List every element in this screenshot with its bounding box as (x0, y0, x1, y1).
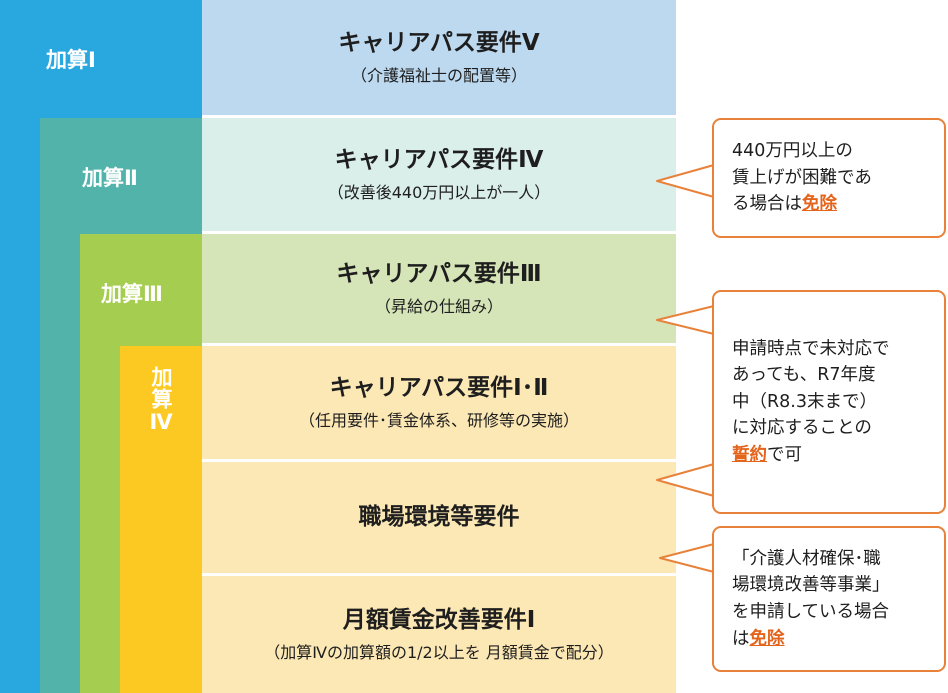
requirement-career-path-3: キャリアパス要件Ⅲ （昇給の仕組み） (202, 234, 676, 343)
note-text: 申請時点で未対応で (732, 338, 890, 359)
note-line: 「介護人材確保･職 (732, 546, 934, 573)
requirement-title: キャリアパス要件Ⅰ･Ⅱ (329, 375, 549, 402)
note-line: 場環境改善等事業」 (732, 572, 934, 599)
note-text: 賃上げが困難であ (732, 167, 872, 188)
note-line: あっても、R7年度 (732, 362, 934, 389)
requirement-title: キャリアパス要件Ⅲ (336, 261, 542, 288)
callout-note-exemption-440: 440万円以上の賃上げが困難である場合は免除 (712, 118, 946, 238)
requirement-career-path-1-2: キャリアパス要件Ⅰ･Ⅱ （任用要件･賃金体系、研修等の実施） (202, 346, 676, 459)
note-line: 誓約で可 (732, 442, 934, 469)
requirement-subtitle: （介護福祉士の配置等） (350, 65, 527, 85)
note-text: 440万円以上の (732, 141, 853, 162)
note-line: 440万円以上の (732, 138, 934, 165)
requirement-title: 月額賃金改善要件Ⅰ (342, 607, 536, 634)
note-text: は (732, 628, 750, 649)
note-text: 「介護人材確保･職 (732, 548, 881, 569)
note-line: を申請している場合 (732, 599, 934, 626)
note-line: る場合は免除 (732, 191, 934, 218)
callout-note-pledge: 申請時点で未対応であっても、R7年度中（R8.3末まで）に対応することの誓約で可 (712, 290, 946, 514)
note-emphasis: 誓約 (732, 444, 767, 465)
note-text: に対応することの (732, 418, 872, 439)
note-line: は免除 (732, 626, 934, 653)
requirement-subtitle: （加算Ⅳの加算額の1/2以上を 月額賃金で配分） (264, 642, 614, 662)
callout-pointer-1 (656, 164, 715, 198)
callout-pointer-2b (656, 463, 715, 497)
tier-label-kasan-1: 加算Ⅰ (46, 48, 96, 72)
note-emphasis: 免除 (802, 194, 837, 215)
callout-pointer-2a (656, 305, 715, 335)
note-text: る場合は (732, 194, 802, 215)
note-text: 中（R8.3末まで） (732, 391, 877, 412)
note-text: あっても、R7年度 (732, 365, 876, 386)
requirement-subtitle: （改善後440万円以上が一人） (327, 182, 551, 202)
note-line: 賃上げが困難であ (732, 165, 934, 192)
requirement-title: 職場環境等要件 (358, 503, 520, 530)
tier-label-kasan-2: 加算Ⅱ (82, 166, 138, 190)
requirement-title: キャリアパス要件Ⅴ (338, 30, 540, 57)
note-emphasis: 免除 (749, 628, 785, 649)
requirement-title: キャリアパス要件Ⅳ (334, 147, 544, 174)
note-text: を申請している場合 (732, 602, 889, 622)
tier-label-kasan-3: 加算Ⅲ (101, 282, 163, 306)
requirement-workplace-environment: 職場環境等要件 (202, 462, 676, 573)
callout-pointer-3 (659, 543, 715, 573)
requirement-subtitle: （昇給の仕組み） (374, 296, 503, 316)
requirement-career-path-5: キャリアパス要件Ⅴ （介護福祉士の配置等） (202, 0, 676, 115)
tier-kasan-4: 加算Ⅳ (120, 346, 202, 693)
note-line: 中（R8.3末まで） (732, 389, 934, 416)
note-text: で可 (767, 444, 802, 465)
requirement-subtitle: （任用要件･賃金体系、研修等の実施） (298, 410, 579, 430)
note-line: に対応することの (732, 415, 934, 442)
requirement-monthly-wage: 月額賃金改善要件Ⅰ （加算Ⅳの加算額の1/2以上を 月額賃金で配分） (202, 576, 676, 693)
note-line: 申請時点で未対応で (732, 336, 934, 363)
requirement-career-path-4: キャリアパス要件Ⅳ （改善後440万円以上が一人） (202, 118, 676, 231)
note-text: 場環境改善等事業」 (732, 575, 890, 596)
callout-note-exemption-project: 「介護人材確保･職場環境改善等事業」を申請している場合は免除 (712, 526, 946, 672)
tier-label-kasan-4: 加算Ⅳ (149, 366, 173, 435)
